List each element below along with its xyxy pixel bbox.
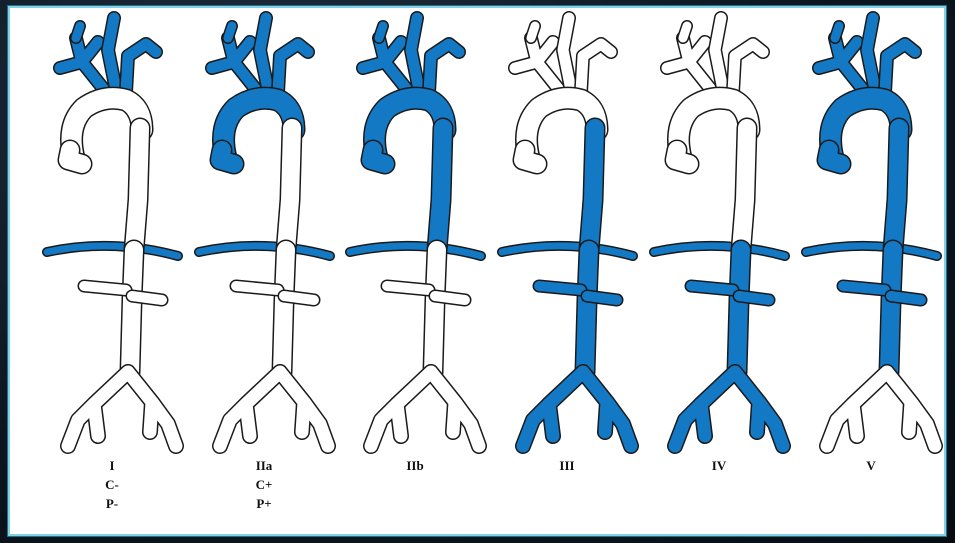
arch-branch-right bbox=[278, 44, 308, 92]
panel-type-1: I C- P- bbox=[47, 18, 178, 511]
panel-label-1: V bbox=[866, 458, 876, 473]
arch-branch-left-tip bbox=[683, 26, 687, 38]
arch-branch-left-tip bbox=[228, 26, 232, 38]
arch-branch-middle bbox=[411, 18, 419, 90]
abdominal-aorta bbox=[130, 250, 134, 372]
iliac-arteries bbox=[827, 372, 935, 446]
diaphragm-line bbox=[806, 246, 937, 256]
arch-branch-right bbox=[885, 44, 915, 92]
renal-branch-left bbox=[691, 286, 733, 290]
iliac-arteries bbox=[675, 372, 783, 446]
arch-branch-left bbox=[515, 38, 561, 92]
abdominal-aorta bbox=[889, 250, 893, 372]
arch-branch-left bbox=[363, 38, 409, 92]
descending-thoracic-aorta bbox=[286, 128, 292, 250]
abdominal-aorta bbox=[282, 250, 286, 372]
renal-branch-left bbox=[539, 286, 581, 290]
arch-branch-left bbox=[819, 38, 865, 92]
panel-type-5: V bbox=[806, 18, 937, 473]
panel-type-4: IV bbox=[654, 18, 785, 473]
aortic-root bbox=[68, 150, 82, 164]
abdominal-aorta bbox=[737, 250, 741, 372]
panel-label-1: IIb bbox=[406, 458, 423, 473]
panel-label-1: IV bbox=[712, 458, 727, 473]
panel-label-3: P+ bbox=[256, 496, 271, 511]
renal-branch-right bbox=[739, 296, 769, 300]
aortic-root bbox=[371, 150, 385, 164]
iliac-arteries bbox=[68, 372, 176, 446]
diaphragm-line bbox=[199, 246, 330, 256]
arch-branch-left bbox=[60, 38, 106, 92]
diaphragm-line bbox=[502, 246, 633, 256]
arch-branch-left-tip bbox=[76, 26, 80, 38]
panel-type-2b: IIb bbox=[350, 18, 481, 473]
diaphragm-line bbox=[350, 246, 481, 256]
renal-branch-left bbox=[387, 286, 429, 290]
panel-label-2: C+ bbox=[256, 477, 273, 492]
arch-branch-left-tip bbox=[379, 26, 383, 38]
descending-thoracic-aorta bbox=[134, 128, 140, 250]
descending-thoracic-aorta bbox=[893, 128, 899, 250]
renal-branch-right bbox=[587, 296, 617, 300]
aortic-root bbox=[523, 150, 537, 164]
iliac-arteries bbox=[371, 372, 479, 446]
arch-branch-left-tip bbox=[835, 26, 839, 38]
renal-branch-left bbox=[236, 286, 278, 290]
renal-branch-right bbox=[435, 296, 465, 300]
aortic-root bbox=[675, 150, 689, 164]
arch-branch-left bbox=[667, 38, 713, 92]
descending-thoracic-aorta bbox=[741, 128, 747, 250]
panel-type-3: III bbox=[502, 18, 633, 473]
diaphragm-line bbox=[47, 246, 178, 256]
arch-branch-left-tip bbox=[531, 26, 535, 38]
renal-branch-right bbox=[132, 296, 162, 300]
descending-thoracic-aorta bbox=[589, 128, 595, 250]
arch-branch-right bbox=[126, 44, 156, 92]
arch-branch-right bbox=[429, 44, 459, 92]
iliac-arteries bbox=[220, 372, 328, 446]
panel-label-3: P- bbox=[106, 496, 118, 511]
descending-thoracic-aorta bbox=[437, 128, 443, 250]
arch-branch-middle bbox=[867, 18, 875, 90]
panel-label-1: I bbox=[109, 458, 114, 473]
arch-branch-left bbox=[212, 38, 258, 92]
renal-branch-right bbox=[284, 296, 314, 300]
renal-branch-left bbox=[84, 286, 126, 290]
panel-label-2: C- bbox=[105, 477, 119, 492]
abdominal-aorta bbox=[433, 250, 437, 372]
arch-branch-right bbox=[733, 44, 763, 92]
panel-label-1: IIa bbox=[256, 458, 273, 473]
renal-branch-right bbox=[891, 296, 921, 300]
arch-branch-middle bbox=[563, 18, 571, 90]
aortic-root bbox=[220, 150, 234, 164]
panel-label-1: III bbox=[559, 458, 574, 473]
arch-branch-middle bbox=[260, 18, 268, 90]
abdominal-aorta bbox=[585, 250, 589, 372]
diaphragm-line bbox=[654, 246, 785, 256]
aortic-root bbox=[827, 150, 841, 164]
arch-branch-right bbox=[581, 44, 611, 92]
iliac-arteries bbox=[523, 372, 631, 446]
arch-branch-middle bbox=[108, 18, 116, 90]
arch-branch-middle bbox=[715, 18, 723, 90]
renal-branch-left bbox=[843, 286, 885, 290]
